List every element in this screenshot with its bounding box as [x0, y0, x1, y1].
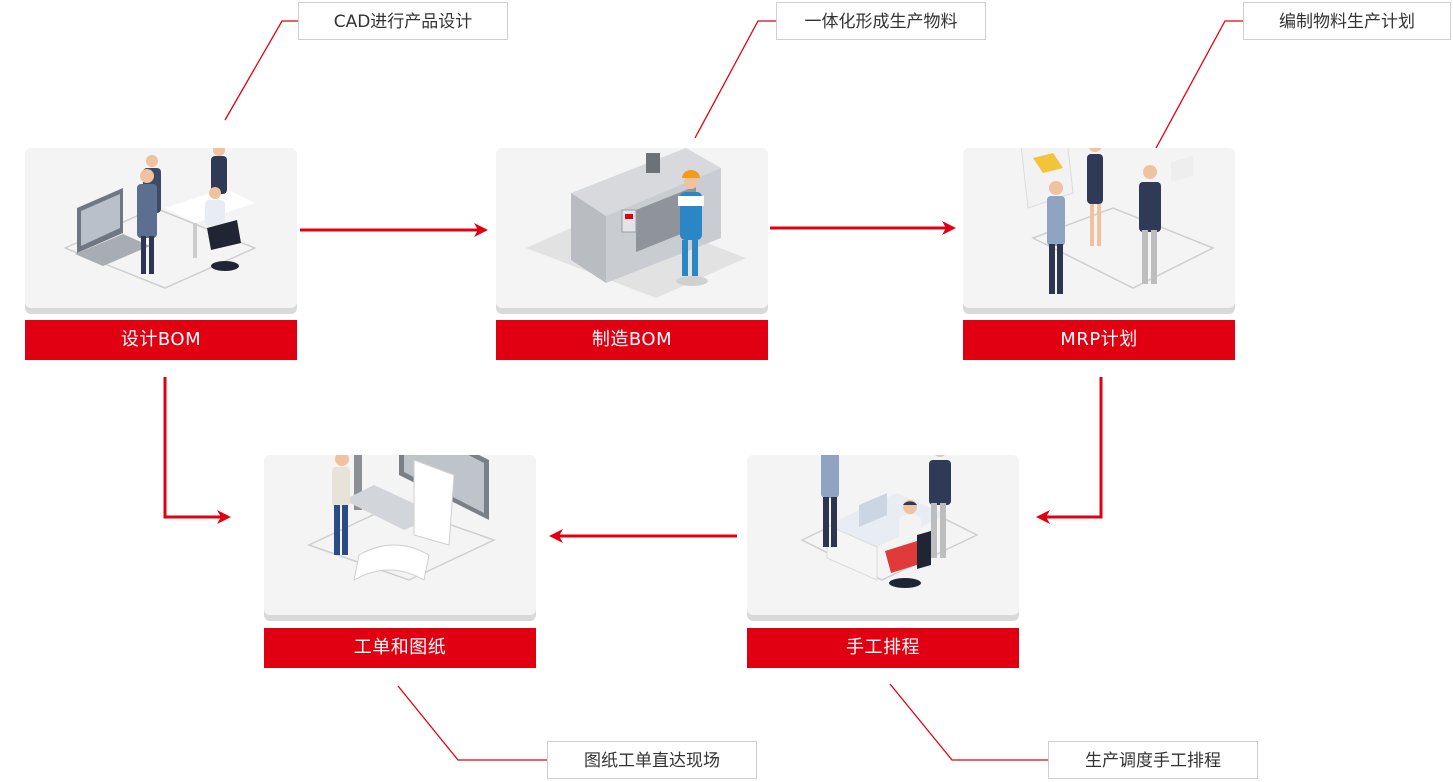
drawings-printout-illustration: [307, 455, 496, 581]
callout-drawings-to-floor: 图纸工单直达现场: [547, 741, 757, 779]
arrow-mrp-to-schedule: [1036, 377, 1103, 524]
callout-material-plan: 编制物料生产计划: [1243, 2, 1451, 40]
leader-line-schedule: [889, 683, 1048, 761]
step-manufacturing-bom: 制造BOM: [496, 320, 768, 360]
step-workorder-drawings: 工单和图纸: [264, 628, 536, 668]
manufacturing-bom-card: [496, 148, 768, 308]
step-manual-scheduling: 手工排程: [747, 628, 1019, 668]
scheduling-team-illustration: [800, 455, 979, 588]
design-team-illustration: [63, 148, 257, 289]
mrp-plan-card: [963, 148, 1235, 308]
step-design-bom: 设计BOM: [25, 320, 297, 360]
callout-cad-design: CAD进行产品设计: [298, 2, 508, 40]
leader-line-plan: [1154, 20, 1243, 151]
manual-scheduling-card: [747, 455, 1019, 615]
callout-manual-dispatch: 生产调度手工排程: [1048, 741, 1258, 779]
design-bom-card: [25, 148, 297, 308]
leader-line-cad: [224, 20, 298, 121]
cnc-machine-illustration: [526, 148, 746, 298]
workorder-drawings-card: [264, 455, 536, 615]
arrow-design-to-workorder: [163, 377, 231, 524]
planning-team-illustration: [1020, 148, 1215, 294]
step-mrp-plan: MRP计划: [963, 320, 1235, 360]
leader-line-material: [694, 20, 776, 139]
leader-line-drawing: [397, 685, 547, 761]
callout-integrated-material: 一体化形成生产物料: [776, 2, 986, 40]
